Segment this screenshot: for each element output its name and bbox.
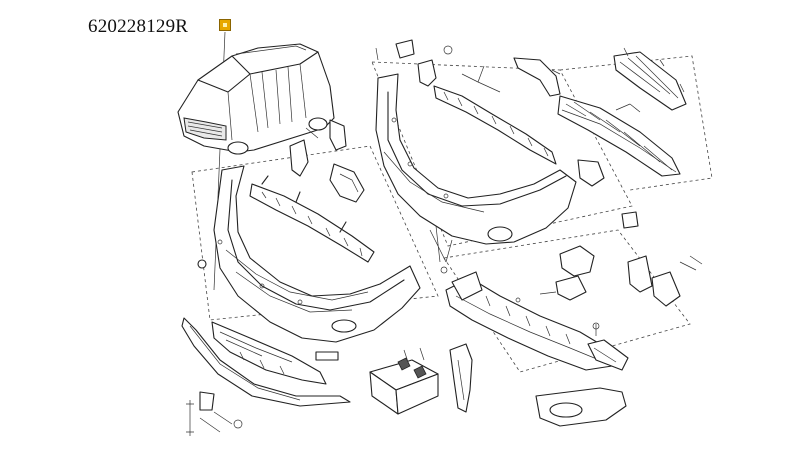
lower-reinforcement	[445, 271, 613, 371]
front-bumper-cover	[197, 165, 421, 343]
vehicle-thumbnail	[177, 43, 335, 155]
lower-grille-insert	[587, 339, 629, 371]
lower-grille	[557, 95, 681, 177]
fog-light-bezel-right-lower	[535, 387, 627, 427]
fog-light-bezel-right-upper	[577, 159, 605, 187]
fasteners	[429, 65, 641, 336]
side-brackets-right	[627, 255, 703, 307]
small-clip	[621, 211, 639, 229]
mud-guard	[449, 343, 473, 413]
part-number-label: 620228129R	[88, 16, 189, 37]
upper-grille	[613, 47, 687, 111]
side-trim-upper-right	[513, 57, 561, 97]
clip-box	[369, 347, 439, 415]
lower-spoiler	[181, 317, 351, 407]
lower-grille-small	[315, 351, 339, 361]
lower-left-clips	[186, 391, 243, 436]
upper-reinforcement-bar	[433, 85, 557, 165]
fog-light-bracket-right	[539, 245, 595, 301]
side-bracket-left	[289, 119, 347, 177]
bumper-reinforcement-upper	[249, 175, 375, 263]
upper-bumper-cover	[375, 73, 577, 245]
fog-light-bezel-left	[329, 163, 365, 203]
part-marker-icon[interactable]	[219, 19, 231, 31]
upper-bracket	[375, 39, 453, 87]
group-box-lower-right	[443, 229, 691, 373]
group-box-front-bumper	[191, 145, 439, 321]
